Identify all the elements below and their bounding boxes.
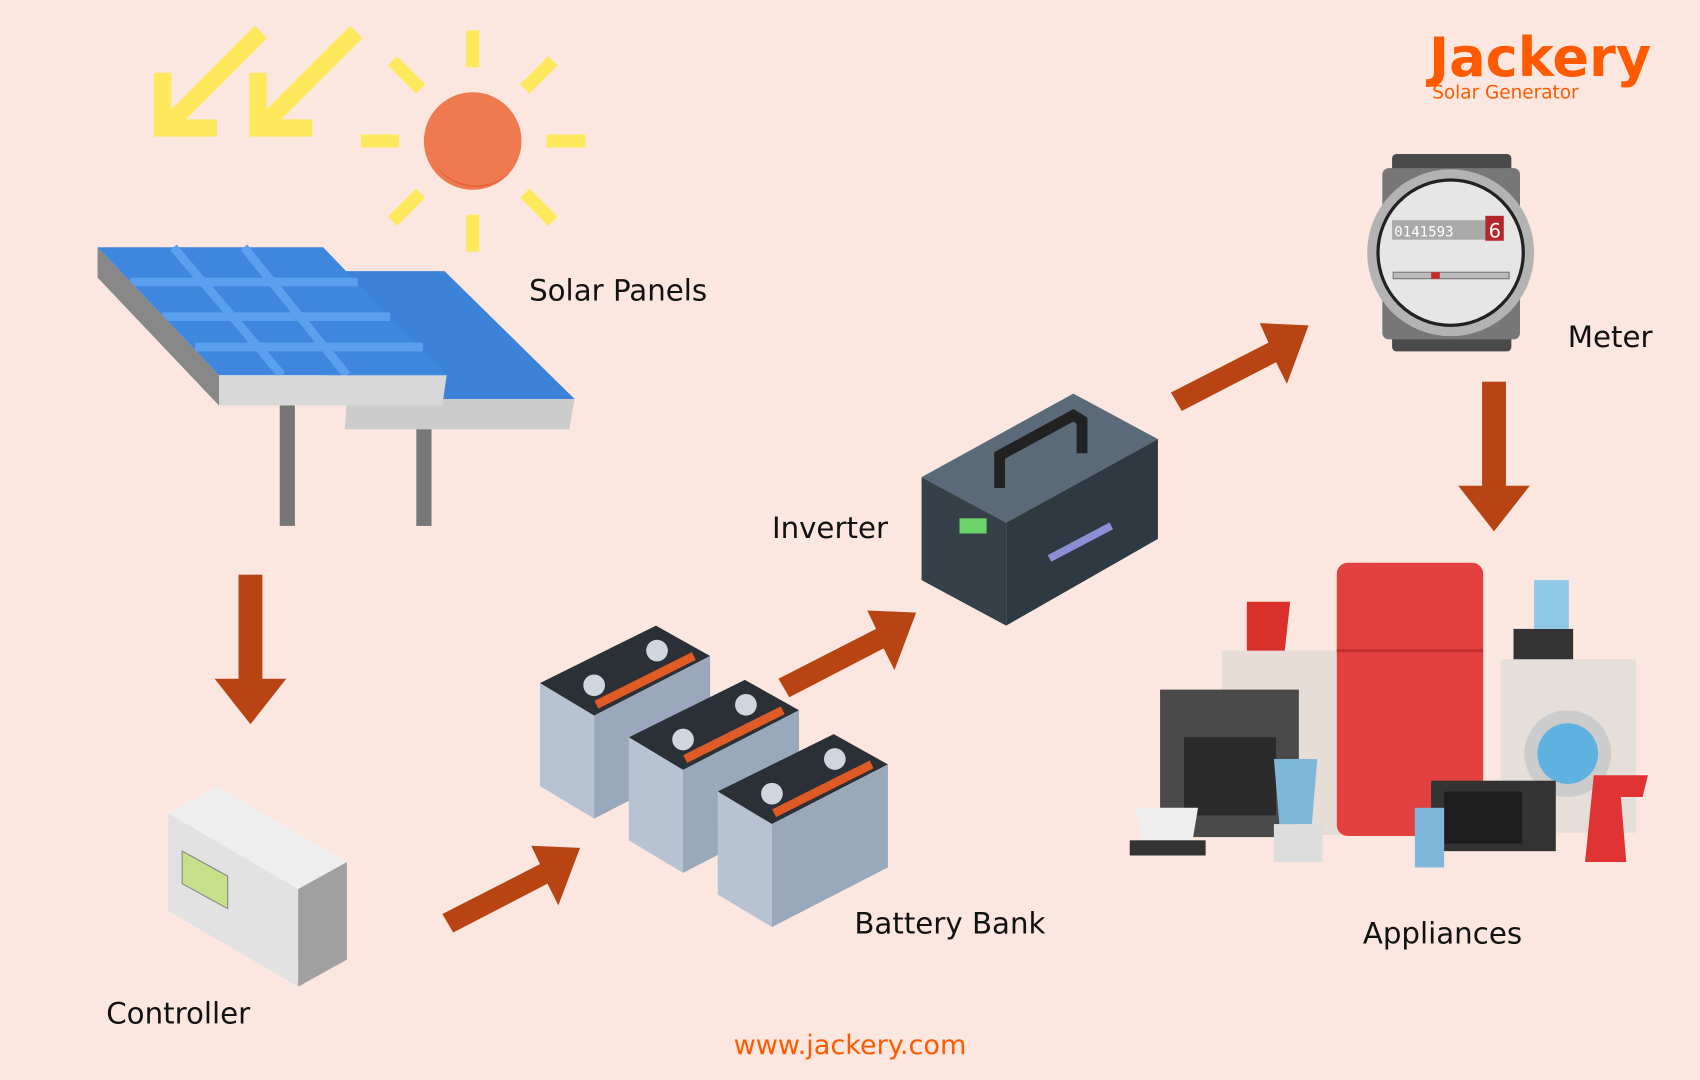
label-solar-panels: Solar Panels bbox=[529, 273, 707, 307]
meter-last-digit: 6 bbox=[1489, 220, 1501, 243]
brand-name: Jackery bbox=[1425, 26, 1651, 89]
sunlight-arrows-icon bbox=[153, 25, 363, 137]
jackery-logo: Jackery Solar Generator bbox=[1425, 26, 1651, 104]
inverter-illustration bbox=[921, 393, 1158, 626]
label-meter: Meter bbox=[1568, 320, 1654, 354]
brand-tagline: Solar Generator bbox=[1432, 83, 1579, 104]
label-controller: Controller bbox=[106, 997, 251, 1031]
sun-icon bbox=[361, 30, 586, 252]
arrow-up-right-icon bbox=[1170, 323, 1309, 411]
label-inverter: Inverter bbox=[772, 511, 889, 545]
solar-panels-illustration bbox=[97, 244, 575, 526]
arrow-down-icon bbox=[214, 574, 287, 725]
arrow-up-right-icon bbox=[778, 610, 917, 698]
appliances-illustration bbox=[1129, 562, 1648, 868]
flow-arrows bbox=[214, 323, 1530, 933]
label-appliances: Appliances bbox=[1363, 916, 1522, 950]
arrow-up-right-icon bbox=[442, 845, 581, 933]
controller-illustration bbox=[168, 786, 347, 987]
label-battery-bank: Battery Bank bbox=[854, 907, 1045, 941]
footer-url[interactable]: www.jackery.com bbox=[734, 1030, 967, 1061]
battery-bank-illustration bbox=[539, 625, 888, 927]
meter-digits: 0141593 bbox=[1394, 224, 1453, 240]
arrow-down-icon bbox=[1458, 381, 1530, 532]
meter-illustration: 0141593 6 bbox=[1367, 154, 1535, 352]
